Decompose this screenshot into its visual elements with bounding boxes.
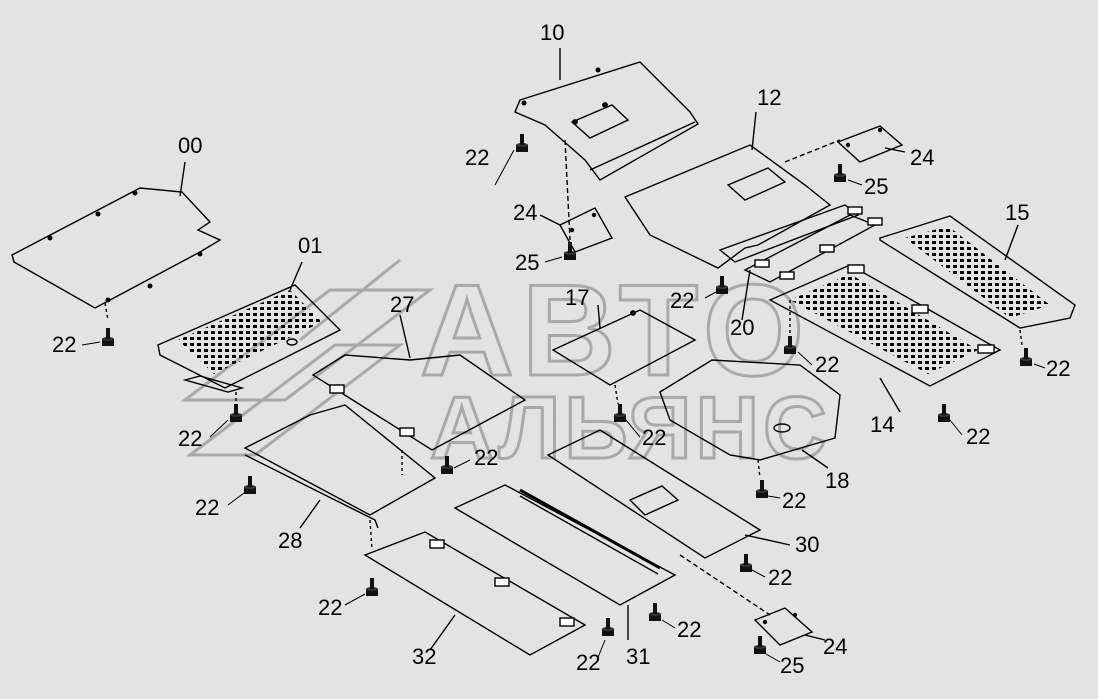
label-12: 12: [757, 85, 781, 110]
bolt-icon: [649, 603, 661, 621]
label-30: 30: [795, 532, 819, 557]
bolt-icon: [516, 134, 528, 152]
bolt-icon: [230, 404, 242, 422]
bolt-icon: [102, 328, 114, 346]
bracket-20: [718, 204, 883, 321]
watermark-line1: АВТО: [420, 257, 812, 403]
bolt-icon: [602, 618, 614, 636]
label-15: 15: [1005, 200, 1029, 225]
label-25-top: 25: [864, 174, 888, 199]
plate-24-top: [836, 125, 906, 163]
label-28: 28: [278, 528, 302, 553]
label-01: 01: [298, 233, 322, 258]
callout-labels: 00 01 10 12 15 17 20 27 14 18 28 30 31 3…: [52, 20, 1070, 678]
label-22: 22: [677, 617, 701, 642]
panel-31: [453, 484, 677, 640]
label-24-top: 24: [910, 145, 934, 170]
label-22: 22: [1046, 356, 1070, 381]
label-20: 20: [730, 315, 754, 340]
label-18: 18: [825, 468, 849, 493]
label-24-middle: 24: [513, 200, 537, 225]
label-00: 00: [178, 133, 202, 158]
panel-28: [243, 404, 437, 529]
bolt-icon: [244, 476, 256, 494]
bolt-icon: [366, 578, 378, 596]
label-17: 17: [565, 285, 589, 310]
panel-01: [157, 261, 342, 410]
bolt-icon: [756, 480, 768, 498]
label-22: 22: [318, 595, 342, 620]
label-22: 22: [178, 426, 202, 451]
label-14: 14: [870, 412, 894, 437]
label-22: 22: [670, 288, 694, 313]
panel-17: [551, 304, 697, 405]
label-22: 22: [782, 488, 806, 513]
label-22: 22: [642, 425, 666, 450]
label-22: 22: [1040, 350, 1064, 375]
label-25-bottom: 25: [780, 653, 804, 678]
label-24-bottom: 24: [823, 634, 847, 659]
panel-30: [546, 429, 791, 616]
panel-12: [623, 111, 841, 269]
bolt-icon: [754, 636, 766, 654]
label-32: 32: [412, 644, 436, 669]
plate-24-middle: [539, 207, 614, 253]
watermark-line2: АЛЬЯНС: [430, 378, 831, 477]
label-27: 27: [390, 292, 414, 317]
label-22: 22: [465, 145, 489, 170]
panel-27: [311, 314, 527, 451]
label-22: 22: [966, 424, 990, 449]
panel-18: [659, 359, 841, 479]
panel-10: [514, 48, 699, 241]
label-22: 22: [52, 332, 76, 357]
panel-15: [879, 215, 1076, 346]
label-22: 22: [815, 352, 839, 377]
bolt-icon: [740, 554, 752, 572]
label-25-middle: 25: [515, 250, 539, 275]
label-22: 22: [576, 650, 600, 675]
label-22: 22: [474, 445, 498, 470]
label-10: 10: [540, 20, 564, 45]
watermark: АВТО АЛЬЯНС: [180, 256, 831, 479]
panel-32: [363, 519, 587, 656]
label-22: 22: [195, 495, 219, 520]
panel-14: [768, 264, 1002, 413]
bolt-icon: [938, 404, 950, 422]
panel-00: [11, 161, 222, 321]
bolt-icon: [834, 164, 846, 182]
label-31: 31: [626, 644, 650, 669]
plate-24-bottom: [753, 607, 826, 646]
label-22: 22: [768, 565, 792, 590]
bolt-icon: [1020, 348, 1032, 366]
